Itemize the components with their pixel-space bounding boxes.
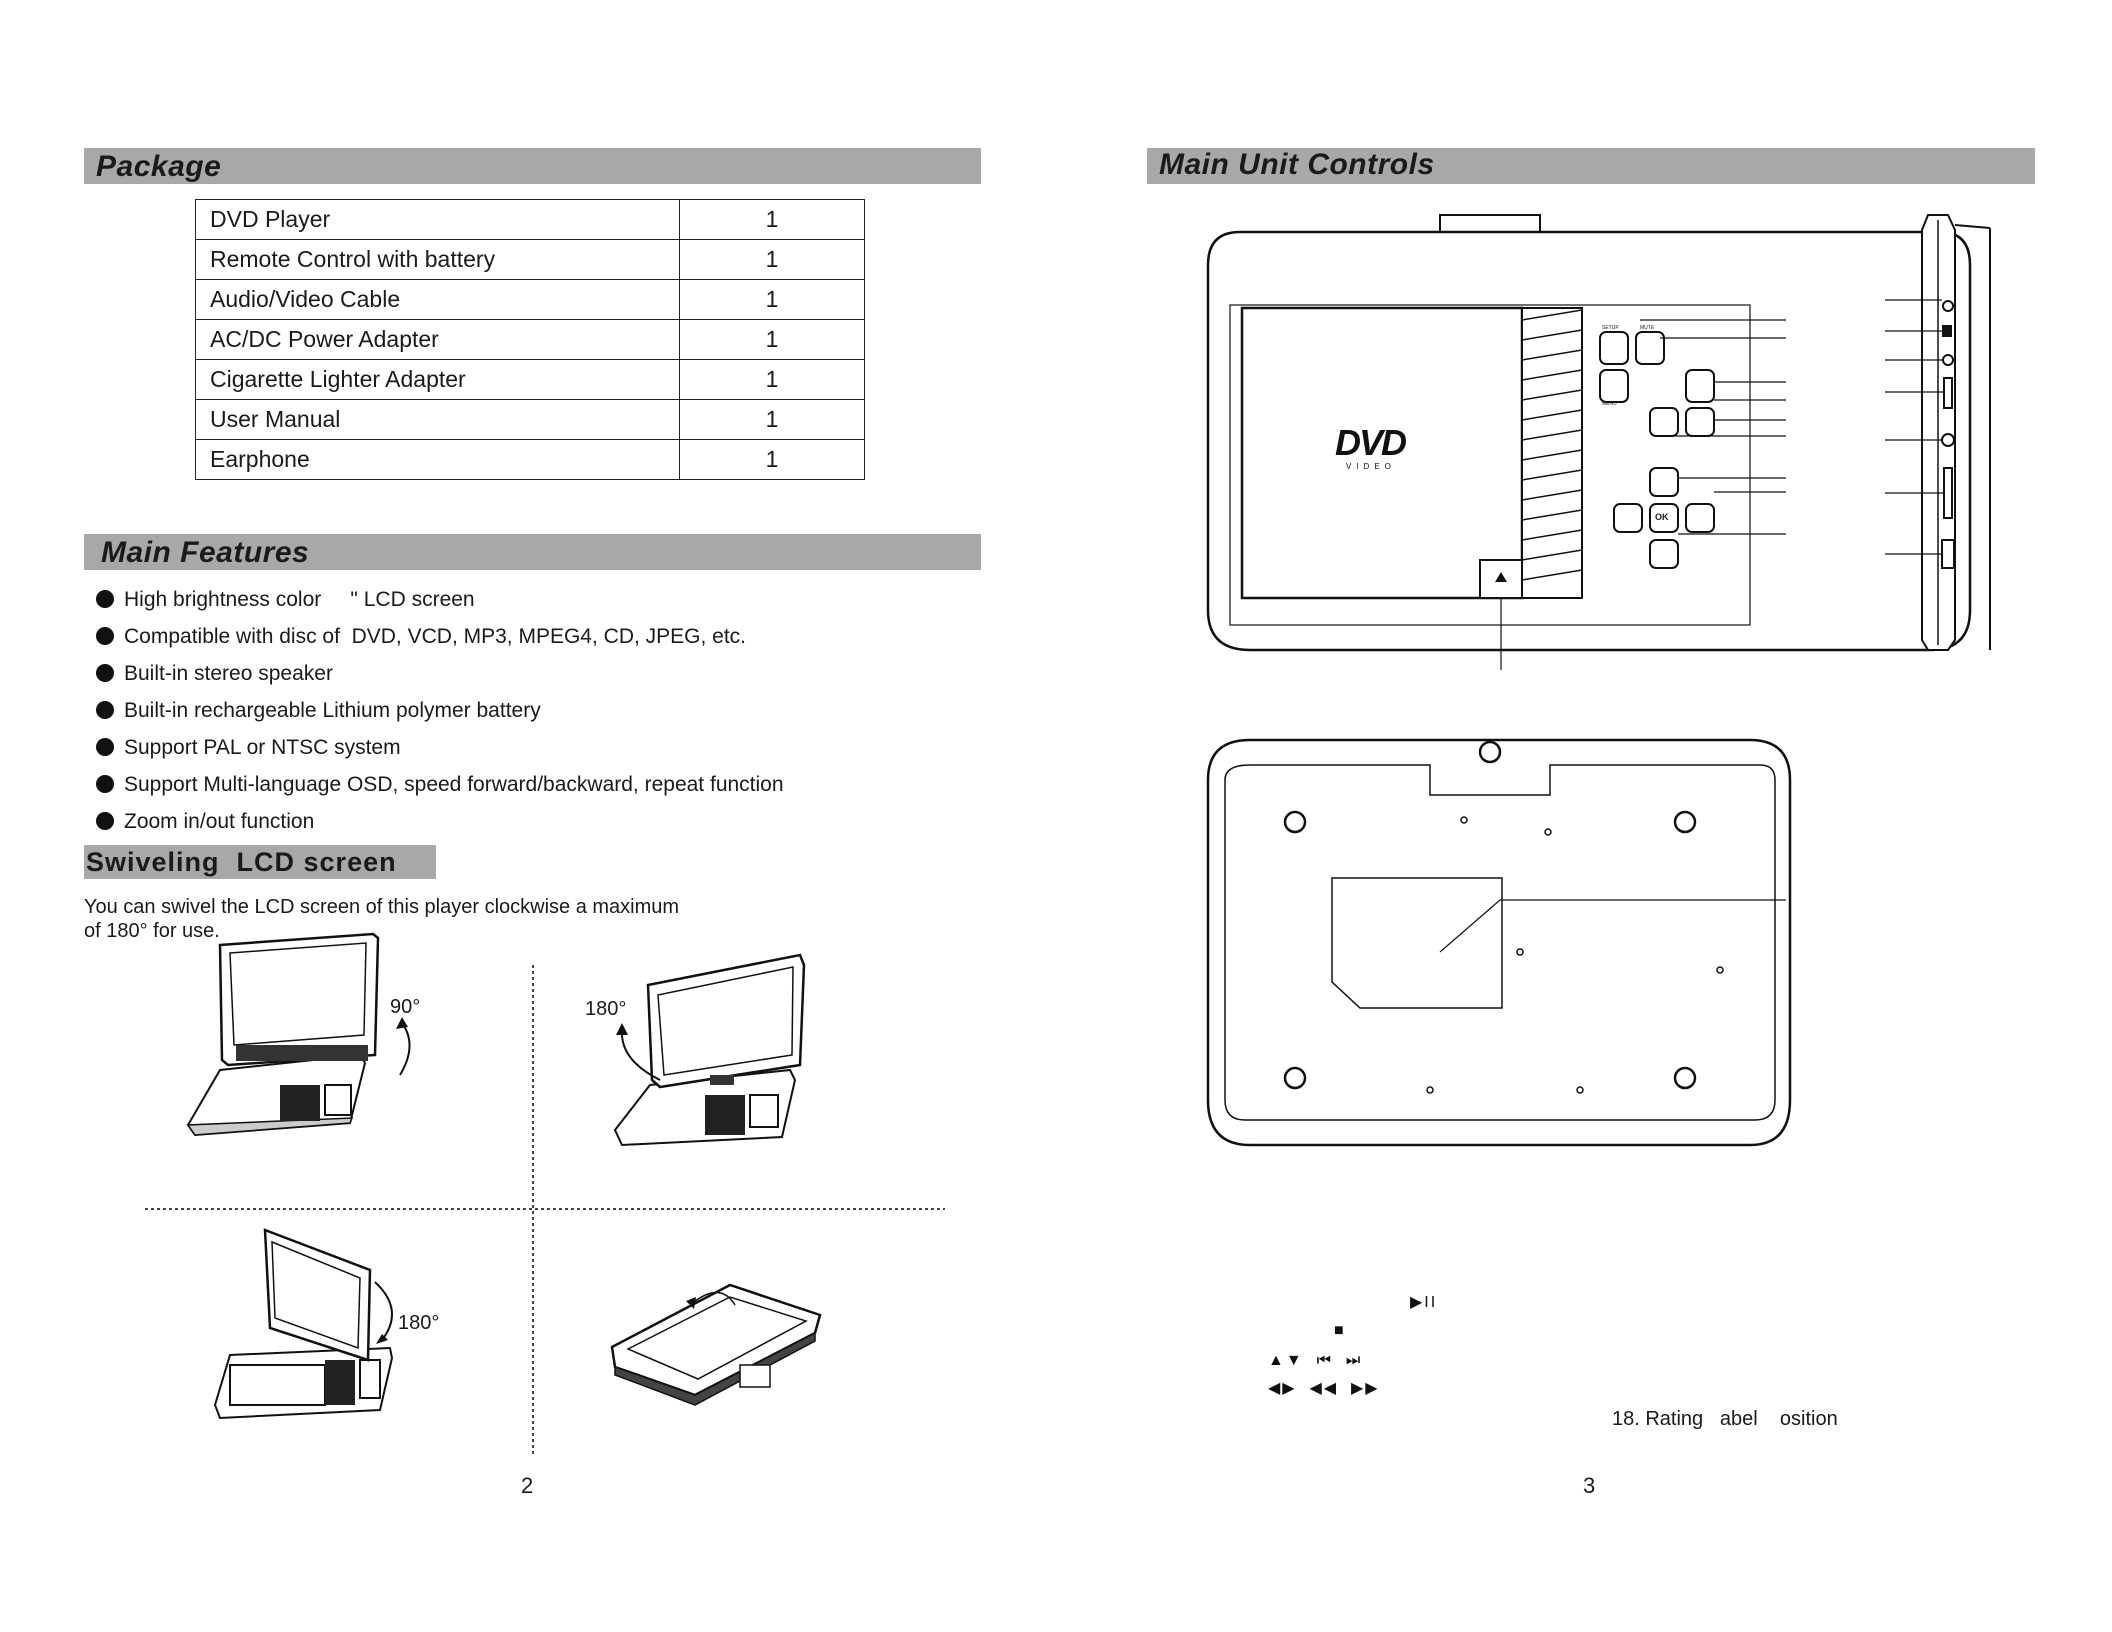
package-item: Remote Control with battery bbox=[195, 239, 680, 280]
bullet-icon bbox=[96, 812, 114, 830]
menu-button-label: MENU bbox=[1602, 401, 1617, 407]
feature-text: Built-in stereo speaker bbox=[124, 662, 333, 685]
page-number-right: 3 bbox=[1583, 1473, 1596, 1498]
degree-label-180-top: 180° bbox=[585, 998, 627, 1020]
player-180-illustration bbox=[613, 953, 806, 1147]
list-item: Support PAL or NTSC system bbox=[96, 735, 401, 761]
package-qty: 1 bbox=[679, 199, 865, 240]
features-title: Main Features bbox=[101, 536, 310, 569]
dvd-logo-sub: VIDEO bbox=[1346, 462, 1396, 471]
unit-side-diagram bbox=[1885, 214, 1991, 651]
package-item: Earphone bbox=[195, 439, 680, 480]
feature-text: Support PAL or NTSC system bbox=[124, 736, 401, 759]
player-180b-illustration bbox=[213, 1228, 394, 1420]
package-qty: 1 bbox=[679, 439, 865, 480]
list-item: Support Multi-language OSD, speed forwar… bbox=[96, 772, 784, 798]
list-item: Built-in stereo speaker bbox=[96, 661, 333, 687]
degree-label-90: 90° bbox=[390, 996, 421, 1018]
page-number-left: 2 bbox=[521, 1473, 534, 1498]
unit-front-diagram bbox=[1206, 214, 1972, 670]
mute-button-label: MUTE bbox=[1640, 325, 1655, 331]
list-item: Compatible with disc of DVD, VCD, MP3, M… bbox=[96, 624, 746, 650]
bullet-icon bbox=[96, 775, 114, 793]
feature-text: Built-in rechargeable Lithium polymer ba… bbox=[124, 699, 541, 722]
swivel-header-bar: Swiveling LCD screen bbox=[84, 845, 436, 879]
stop-icon: ■ bbox=[1334, 1322, 1346, 1339]
rating-label-position: 18. Rating abel osition bbox=[1612, 1408, 1838, 1430]
swivel-text-line: You can swivel the LCD screen of this pl… bbox=[84, 896, 680, 918]
features-header-bar: Main Features bbox=[84, 534, 981, 570]
feature-text: Zoom in/out function bbox=[124, 810, 315, 833]
package-qty: 1 bbox=[679, 319, 865, 360]
nav-updown-prev-next-icon: ▲▼ ⏮ ⏭ bbox=[1268, 1352, 1363, 1369]
bullet-icon bbox=[96, 590, 114, 608]
bullet-icon bbox=[96, 738, 114, 756]
feature-text: High brightness color " LCD screen bbox=[124, 588, 475, 611]
controls-header-bar: Main Unit Controls bbox=[1147, 148, 2035, 184]
swivel-title: Swiveling LCD screen bbox=[86, 847, 397, 877]
list-item: High brightness color " LCD screen bbox=[96, 587, 475, 613]
list-item: Built-in rechargeable Lithium polymer ba… bbox=[96, 698, 541, 724]
player-folded-illustration bbox=[610, 1283, 822, 1406]
bullet-icon bbox=[96, 664, 114, 682]
player-90-illustration bbox=[186, 932, 411, 1137]
controls-title: Main Unit Controls bbox=[1159, 148, 1435, 181]
package-item: DVD Player bbox=[195, 199, 680, 240]
setup-button-label: SETUP bbox=[1602, 325, 1619, 331]
list-item: Zoom in/out function bbox=[96, 809, 314, 835]
unit-bottom-diagram bbox=[1206, 738, 1792, 1147]
dvd-logo: DVD bbox=[1335, 422, 1407, 463]
bullet-icon bbox=[96, 701, 114, 719]
ok-button-label: OK bbox=[1655, 512, 1669, 522]
swivel-description: You can swivel the LCD screen of this pl… bbox=[84, 895, 784, 943]
package-qty: 1 bbox=[679, 359, 865, 400]
swivel-text-line: of 180° for use. bbox=[84, 920, 220, 942]
degree-label-180-bottom: 180° bbox=[398, 1312, 440, 1334]
package-item: User Manual bbox=[195, 399, 680, 440]
package-qty: 1 bbox=[679, 399, 865, 440]
package-header-bar: Package bbox=[84, 148, 981, 184]
play-pause-icon: ▶II bbox=[1410, 1294, 1438, 1311]
package-title: Package bbox=[96, 150, 222, 183]
package-qty: 1 bbox=[679, 239, 865, 280]
bullet-icon bbox=[96, 627, 114, 645]
feature-text: Support Multi-language OSD, speed forwar… bbox=[124, 773, 784, 796]
feature-text: Compatible with disc of DVD, VCD, MP3, M… bbox=[124, 625, 747, 648]
nav-leftright-rew-ff-icon: ◀▶ ◀◀ ▶▶ bbox=[1268, 1380, 1380, 1397]
